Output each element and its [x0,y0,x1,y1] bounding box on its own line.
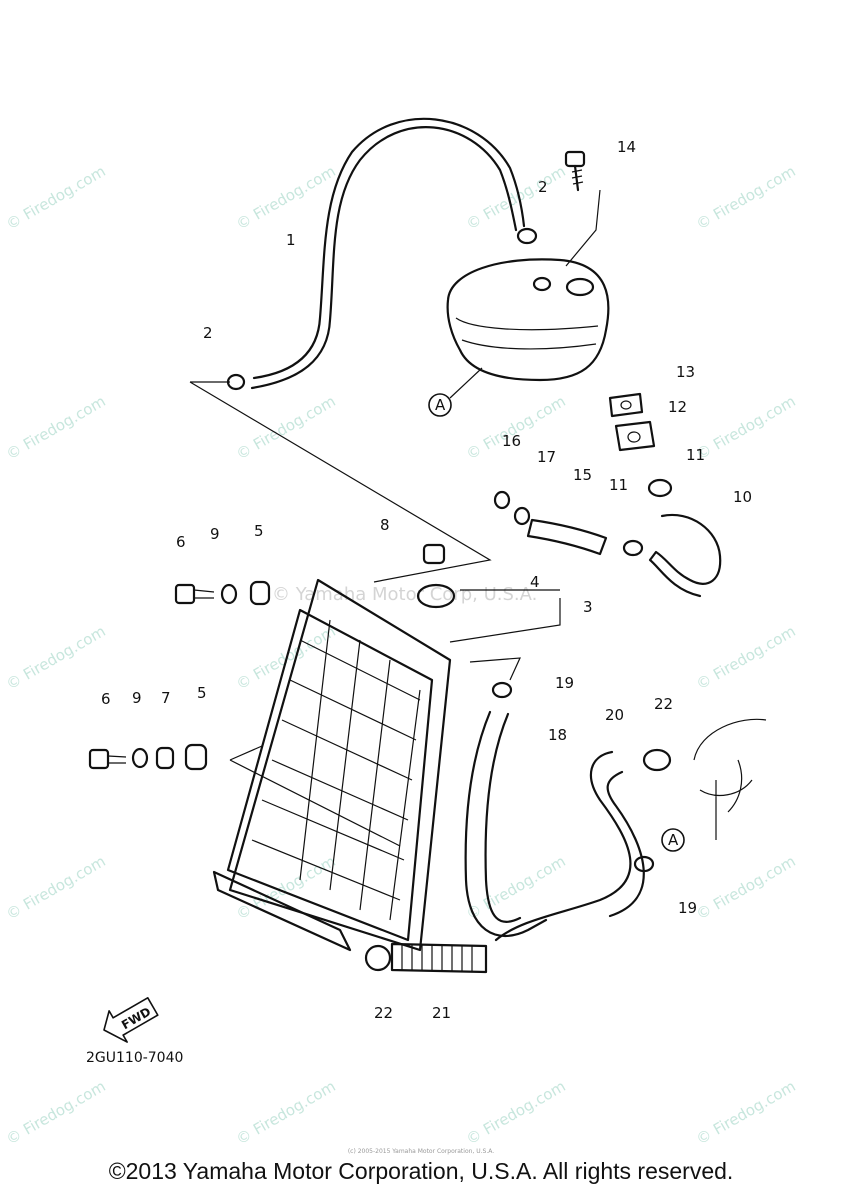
callout-10: 10 [733,488,752,506]
radiator [212,578,452,952]
watermark: © Firedog.com [3,392,109,463]
callout-3: 3 [583,598,593,616]
clamp-2-upper [516,227,538,245]
clamp-19-upper [491,681,513,699]
outlet-12 [614,420,656,452]
clamp-11-right [647,478,673,498]
overflow-hose [250,126,518,390]
callout-13: 13 [676,363,695,381]
clamp-19-lower [633,855,655,873]
callout-18: 18 [548,726,567,744]
watermark: © Firedog.com [3,622,109,693]
watermark: © Firedog.com [233,1077,339,1148]
watermark: © Firedog.com [3,1077,109,1148]
callout-4: 4 [530,573,540,591]
washer-9-upper [220,583,238,605]
grommet-8 [422,543,446,565]
svg-text:A: A [435,396,446,414]
callout-1: 1 [286,231,296,249]
callout-14: 14 [617,138,636,156]
watermark: © Firedog.com [693,392,799,463]
radiator-cap-4 [416,583,456,609]
callout-22: 22 [654,695,673,713]
drawing-number: 2GU110-7040 [86,1050,183,1066]
callout-16: 16 [502,432,521,450]
callout-5: 5 [254,522,264,540]
engine-fitting [693,718,767,840]
watermark: © Firedog.com [693,852,799,923]
gasket-13 [608,392,644,418]
callout-11: 11 [609,476,628,494]
callout-6: 6 [176,533,186,551]
leader-lines [189,189,601,847]
ref-marker-a-upper: A [428,367,483,417]
callout-21: 21 [432,1004,451,1022]
overflow-hose-inner [252,117,526,380]
watermark: © Firedog.com [233,162,339,233]
svg-text:A: A [668,831,679,849]
corrugated-hose-21 [390,942,488,974]
bolt-14 [564,150,586,192]
reservoir-tank [446,258,610,382]
callout-5: 5 [197,684,207,702]
watermark: © Firedog.com [693,622,799,693]
callout-20: 20 [605,706,624,724]
bolt-6-lower [88,748,127,770]
callout-2: 2 [538,178,548,196]
reservoir-tank-detail [455,317,599,350]
callout-7: 7 [161,689,171,707]
watermark: © Firedog.com [693,1077,799,1148]
callout-labels: 1 2 2 3 4 5 5 6 6 7 8 9 9 10 11 11 12 13… [101,138,752,1022]
washer-9-lower [131,747,149,769]
callout-2: 2 [203,324,213,342]
callout-15: 15 [573,466,592,484]
callout-19: 19 [555,674,574,692]
callout-6: 6 [101,690,111,708]
center-watermark: © Yamaha Motor Corp, U.S.A. [272,584,537,605]
clamp-22-right [642,748,672,772]
reservoir-cap [565,277,595,297]
reservoir-neck [532,276,552,292]
watermark: © Firedog.com [3,852,109,923]
collar-7 [155,746,175,770]
watermark: © Firedog.com [463,1077,569,1148]
fine-print: (c) 2005-2015 Yamaha Motor Corporation, … [347,1148,495,1155]
clamp-2-lower [226,373,246,391]
callout-12: 12 [668,398,687,416]
watermark: © Firedog.com [3,162,109,233]
watermark: © Firedog.com [233,392,339,463]
watermark: © Firedog.com [463,162,569,233]
callout-9: 9 [210,525,220,543]
clamp-11-left [622,539,644,557]
hose-15 [526,518,608,556]
copyright-footer: ©2013 Yamaha Motor Corporation, U.S.A. A… [108,1158,734,1184]
o-ring-16 [493,490,511,510]
callout-11: 11 [686,446,705,464]
callout-22: 22 [374,1004,393,1022]
callout-8: 8 [380,516,390,534]
elbow-hose-10 [648,513,722,598]
watermark: © Firedog.com [693,162,799,233]
watermark-layer: © Firedog.com © Firedog.com © Firedog.co… [3,162,799,1148]
ref-marker-a-lower: A [661,828,685,852]
callout-9: 9 [132,689,142,707]
callout-17: 17 [537,448,556,466]
bolt-6-upper [174,583,215,605]
collar-5-lower [184,743,208,771]
fwd-arrow: FWD [103,997,159,1043]
o-ring-17 [513,506,531,526]
hose-20 [494,750,645,942]
watermark: © Firedog.com [463,852,569,923]
collar-5-upper [249,580,271,606]
clamp-22-bottom [364,944,392,972]
callout-19: 19 [678,899,697,917]
